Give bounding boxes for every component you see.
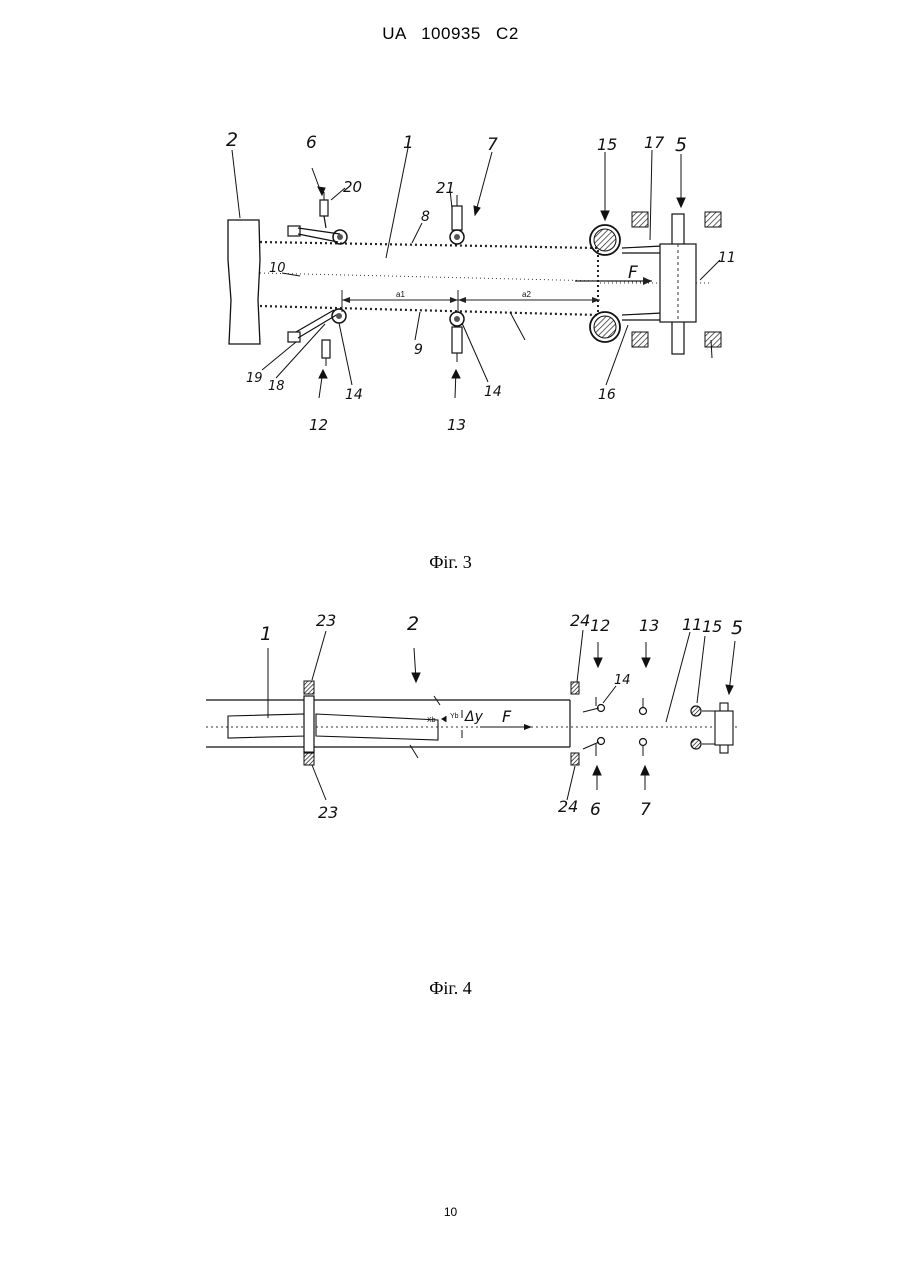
figure-4-caption: Фіг. 4	[0, 978, 901, 999]
fig4-label-xb: Xb	[427, 717, 436, 724]
sensor-23-bottom	[304, 752, 314, 765]
figure-3-drawing: 2 6 1 7 15 17 5 20 21 8 10 11 F a1 a2 9 …	[0, 120, 901, 450]
fig3-label-8: 8	[421, 209, 430, 225]
fig3-label-a1: a1	[396, 290, 405, 299]
fig3-label-a2: a2	[522, 290, 531, 299]
fig4-label-23-bottom: 23	[318, 803, 338, 820]
fig3-label-F: F	[628, 263, 638, 283]
strip-edge-top	[260, 242, 598, 248]
fig3-label-13: 13	[447, 416, 466, 434]
fig3-label-21: 21	[436, 179, 455, 197]
figure-3-caption: Фіг. 3	[0, 552, 901, 573]
guide-roller-16	[590, 312, 620, 342]
fig3-label-18: 18	[268, 379, 285, 394]
roller-6-small	[598, 738, 605, 745]
fig3-label-6: 6	[306, 133, 317, 153]
fig3-label-14-left: 14	[345, 387, 363, 403]
fig4-label-24-bottom: 24	[558, 797, 578, 816]
figure-4-drawing: 1 23 2 24 12 13 11 15 5 14 Xb Yb Δy F 23…	[0, 605, 901, 820]
roller-7-small	[640, 739, 647, 746]
slab-1	[228, 714, 306, 738]
fig3-label-10: 10	[269, 261, 286, 276]
fig3-label-14-right: 14	[484, 384, 502, 400]
fig4-label-5: 5	[731, 617, 743, 639]
patent-header: UA 100935 C2	[0, 24, 901, 44]
fig3-label-11: 11	[718, 250, 736, 266]
fig4-label-12: 12	[590, 616, 610, 635]
fig4-label-24-top: 24	[570, 611, 590, 630]
fig4-label-F: F	[502, 707, 512, 726]
fig4-label-dy: Δy	[464, 709, 484, 725]
roller-13-small	[640, 708, 647, 715]
fig4-label-15: 15	[702, 617, 722, 636]
sensor-23-top	[304, 681, 314, 694]
page-number: 10	[0, 1205, 901, 1219]
fig3-label-17: 17	[644, 133, 665, 152]
fig3-label-9: 9	[414, 342, 423, 358]
fig4-label-7: 7	[640, 800, 651, 820]
fig4-label-1: 1	[260, 623, 272, 645]
strip-edge-bottom	[260, 306, 598, 315]
fig3-label-1: 1	[403, 133, 414, 153]
guide-roller-15	[590, 225, 620, 255]
fig3-label-5: 5	[675, 134, 687, 156]
roll-stand-5-small	[715, 703, 733, 753]
fig3-label-20: 20	[343, 178, 362, 196]
fig3-label-2: 2	[226, 129, 238, 151]
fig4-label-6: 6	[590, 800, 601, 820]
fig4-label-11: 11	[682, 615, 702, 634]
fig3-label-7: 7	[487, 135, 498, 155]
fig4-label-13: 13	[639, 616, 659, 635]
fig4-label-14: 14	[614, 673, 631, 688]
fig3-label-19: 19	[246, 371, 263, 386]
fig3-label-12: 12	[309, 416, 328, 434]
fig4-label-2: 2	[407, 613, 419, 635]
sensor-24-top	[571, 682, 579, 694]
furnace-block	[228, 220, 260, 344]
fig3-label-15: 15	[597, 135, 617, 154]
fig3-label-16: 16	[598, 387, 616, 403]
sensor-24-bottom	[571, 753, 579, 765]
fig4-label-yb: Yb	[450, 713, 459, 720]
fig4-label-23-top: 23	[316, 611, 336, 630]
